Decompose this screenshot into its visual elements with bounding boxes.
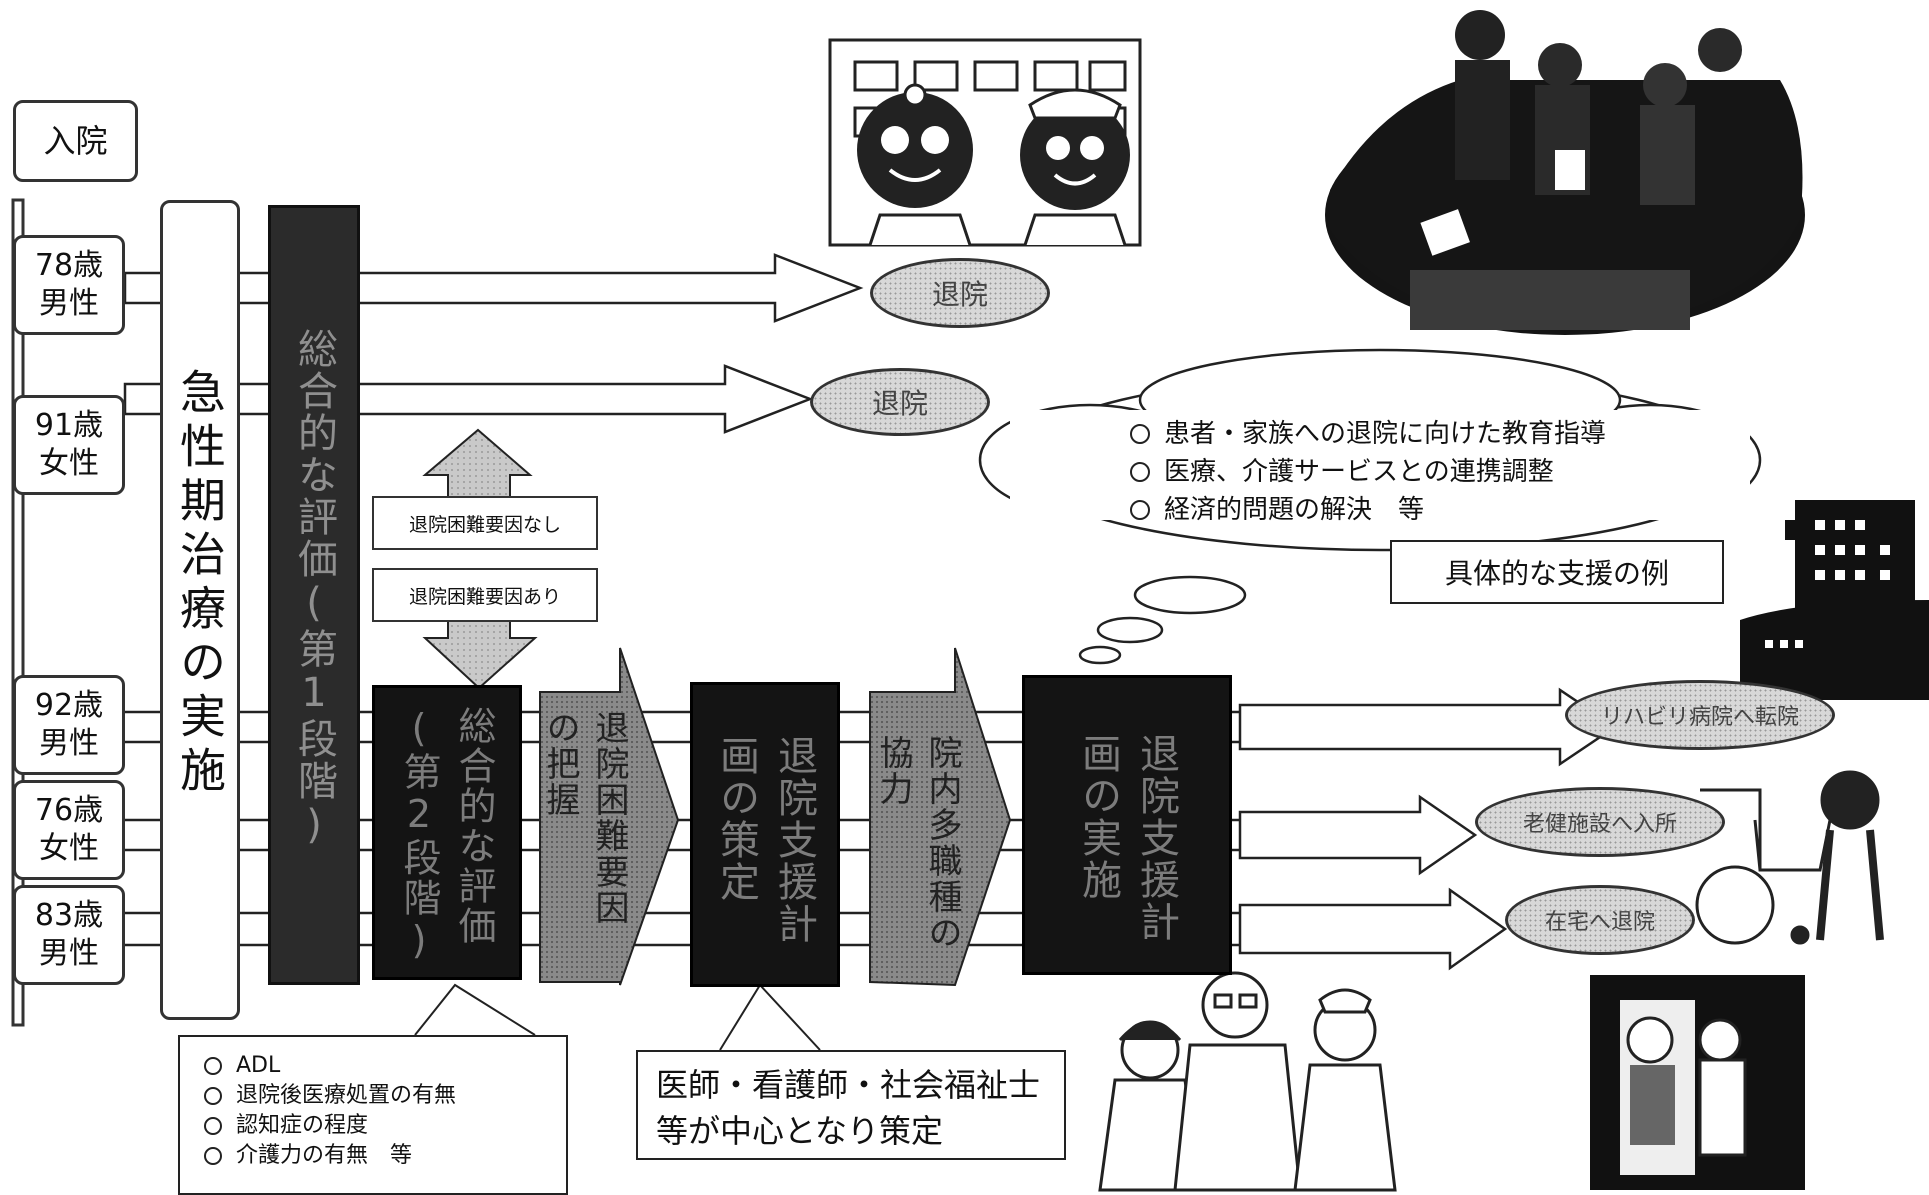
patient-age: 92歳 [34, 688, 104, 723]
support-example-text: 医療、介護サービスとの連携調整 [1164, 457, 1554, 487]
support-example-item: 医療、介護サービスとの連携調整 [1130, 453, 1730, 491]
support-plan-label: 退院支援計画の策定 [713, 735, 817, 945]
support-example-text: 患者・家族への退院に向けた教育指導 [1164, 419, 1607, 449]
plan-execution-bar: 退院支援計画の実施 [1022, 675, 1232, 975]
support-plan-bar: 退院支援計画の策定 [690, 682, 840, 987]
patients-frame [11, 198, 25, 1027]
stage2-callout-pointer [414, 983, 536, 1036]
outcome-arrowheads [1238, 687, 1618, 971]
bullet-icon [204, 1087, 222, 1105]
stage2-criteria-note: ADL 退院後医療処置の有無 認知症の程度 介護力の有無 等 [178, 1035, 568, 1195]
patient-age: 83歳 [34, 898, 104, 933]
eval-stage1-label: 総合的な評価(第1段階) [291, 328, 337, 850]
support-example-item: 患者・家族への退院に向けた教育指導 [1130, 415, 1730, 453]
patient-sex: 男性 [39, 286, 99, 321]
outcome-roken: 老健施設へ入所 [1475, 787, 1725, 857]
patient-age: 78歳 [34, 248, 104, 283]
admission-box: 入院 [13, 100, 138, 182]
hospital-staff-illustration [828, 38, 1142, 247]
support-examples-list: 患者・家族への退院に向けた教育指導 医療、介護サービスとの連携調整 経済的問題の… [1130, 415, 1730, 529]
wheelchair-illustration [1695, 770, 1884, 945]
criteria-text: 介護力の有無 等 [236, 1143, 413, 1168]
hospital-building-illustration [1740, 500, 1929, 700]
bullet-icon [204, 1057, 222, 1075]
staff-group-illustration [1098, 971, 1397, 1192]
conference-illustration [1325, 5, 1805, 335]
patient-box-4: 76歳 女性 [13, 780, 125, 880]
acute-treatment-bar: 急性期治療の実施 [160, 200, 240, 1020]
support-examples-caption: 具体的な支援の例 [1390, 540, 1724, 604]
factor-present-label: 退院困難要因あり [372, 568, 598, 622]
bullet-icon [204, 1147, 222, 1165]
cooperation-arrow-shape [869, 647, 1012, 987]
bullet-icon [204, 1117, 222, 1135]
home-visit-illustration [1590, 975, 1805, 1190]
patient-age: 76歳 [34, 793, 104, 828]
outcome-home: 在宅へ退院 [1505, 885, 1695, 955]
planners-note: 医師・看護師・社会福祉士 等が中心となり策定 [636, 1050, 1066, 1160]
outcome-label: リハビリ病院へ転院 [1600, 705, 1799, 730]
eval-stage2-bar: 総合的な評価(第2段階) [372, 685, 522, 980]
acute-treatment-label: 急性期治療の実施 [173, 368, 227, 800]
outcome-rehab: リハビリ病院へ転院 [1565, 680, 1835, 750]
criteria-item: 退院後医療処置の有無 [204, 1081, 566, 1111]
bullet-icon [1130, 462, 1150, 482]
criteria-text: ADL [236, 1053, 281, 1078]
factor-none-label: 退院困難要因なし [372, 496, 598, 550]
patient-box-1: 78歳 男性 [13, 235, 125, 335]
patient-age: 91歳 [34, 408, 104, 443]
cooperation-label: 院内多職種の協力 [873, 735, 962, 951]
planners-line2: 等が中心となり策定 [656, 1112, 944, 1150]
grasp-factors-label: 退院困難要因の把握 [540, 710, 629, 926]
admission-label: 入院 [43, 122, 108, 160]
plan-execution-label: 退院支援計画の実施 [1075, 733, 1179, 943]
patient-box-2: 91歳 女性 [13, 395, 125, 495]
patient-box-5: 83歳 男性 [13, 885, 125, 985]
criteria-item: ADL [204, 1051, 566, 1081]
outcome-discharge-2: 退院 [810, 368, 990, 436]
eval-stage2-label: 総合的な評価(第2段階) [397, 706, 496, 964]
branch-arrow [422, 428, 538, 690]
planners-callout-pointer [719, 983, 821, 1051]
criteria-text: 退院後医療処置の有無 [236, 1083, 457, 1108]
outcome-discharge-1: 退院 [870, 258, 1050, 328]
support-example-text: 経済的問題の解決 等 [1164, 495, 1425, 525]
planners-line1: 医師・看護師・社会福祉士 [656, 1066, 1041, 1104]
bullet-icon [1130, 500, 1150, 520]
criteria-item: 介護力の有無 等 [204, 1141, 566, 1171]
grasp-factors-box: 退院困難要因の把握 [540, 710, 629, 970]
eval-stage1-bar: 総合的な評価(第1段階) [268, 205, 360, 985]
patient-sex: 男性 [39, 726, 99, 761]
cooperation-box: 院内多職種の協力 [873, 735, 962, 965]
criteria-text: 認知症の程度 [236, 1113, 369, 1138]
outcome-label: 退院 [931, 278, 988, 311]
bullet-icon [1130, 424, 1150, 444]
outcome-label: 在宅へ退院 [1544, 910, 1655, 935]
criteria-item: 認知症の程度 [204, 1111, 566, 1141]
patient-box-3: 92歳 男性 [13, 675, 125, 775]
patient-sex: 男性 [39, 936, 99, 971]
outcome-label: 老健施設へ入所 [1522, 812, 1677, 837]
support-examples-caption-text: 具体的な支援の例 [1444, 557, 1669, 590]
patient-sex: 女性 [39, 446, 99, 481]
grasp-arrow-shape [539, 647, 680, 986]
patient-sex: 女性 [39, 831, 99, 866]
support-example-item: 経済的問題の解決 等 [1130, 491, 1730, 529]
outcome-label: 退院 [871, 387, 928, 420]
